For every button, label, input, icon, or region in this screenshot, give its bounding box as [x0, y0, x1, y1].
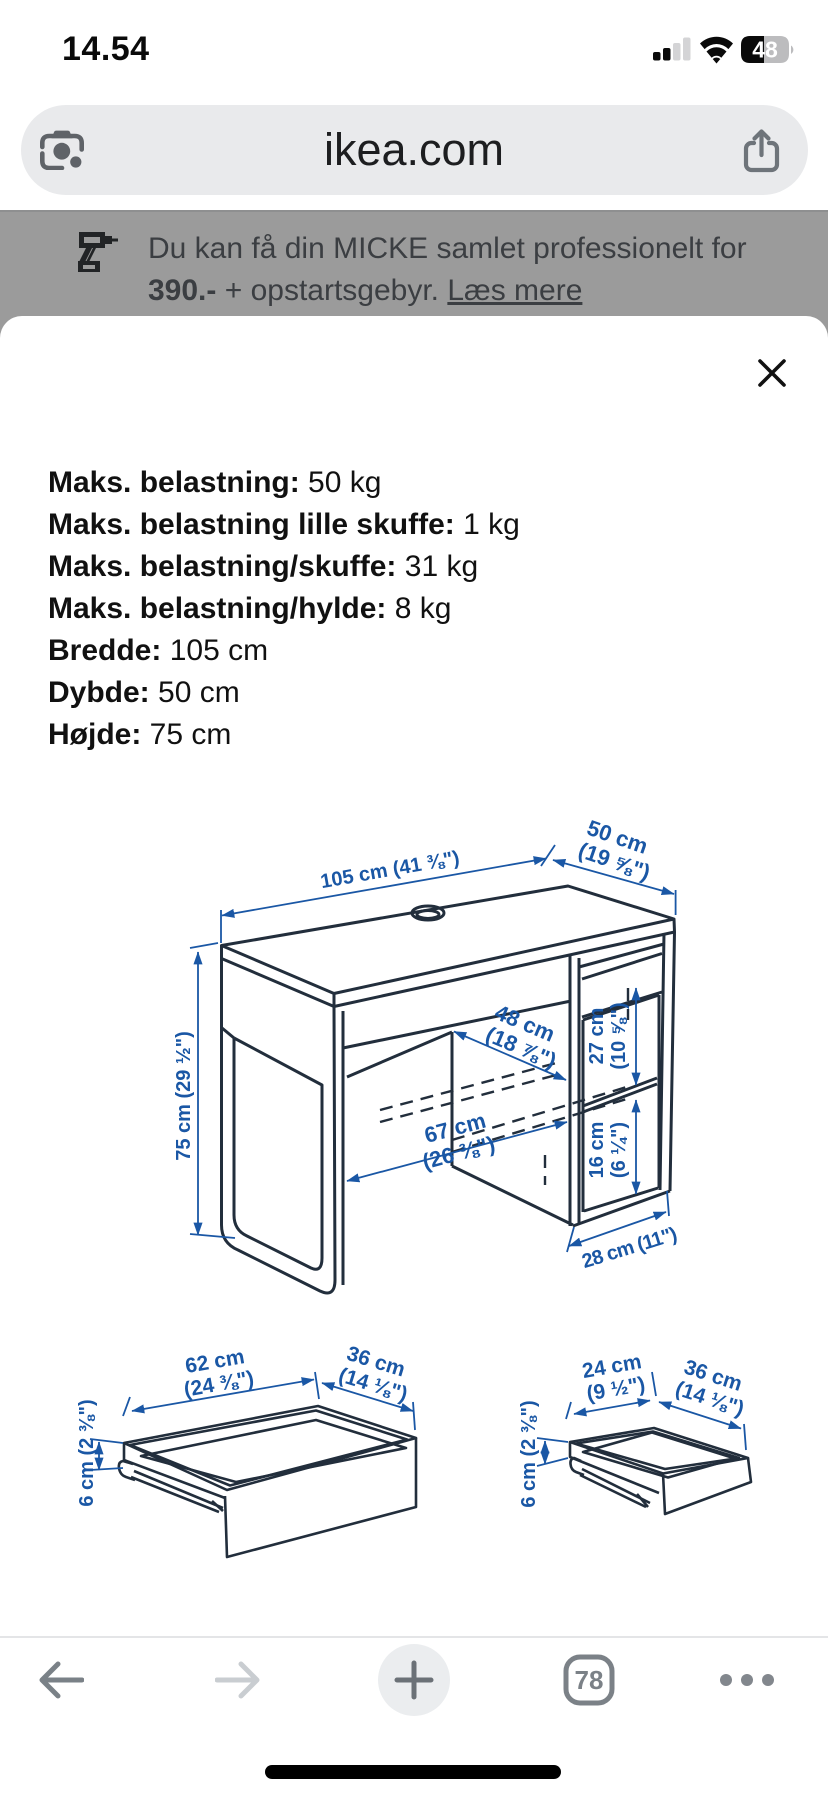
svg-text:78: 78 [575, 1665, 604, 1695]
svg-text:28 cm (11"): 28 cm (11") [579, 1223, 679, 1273]
svg-text:75 cm (29 ½"): 75 cm (29 ½") [173, 1031, 195, 1161]
svg-text:16 cm: 16 cm [586, 1122, 608, 1179]
svg-text:6 cm (2 ⅜"): 6 cm (2 ⅜") [76, 1399, 98, 1506]
svg-text:(6 ¼"): (6 ¼") [608, 1122, 630, 1178]
svg-text:48: 48 [752, 37, 778, 63]
svg-text:27 cm: 27 cm [586, 1008, 608, 1065]
svg-text:6 cm (2 ⅜"): 6 cm (2 ⅜") [518, 1400, 540, 1507]
svg-text:(10 ⅝"): (10 ⅝") [608, 1002, 630, 1069]
